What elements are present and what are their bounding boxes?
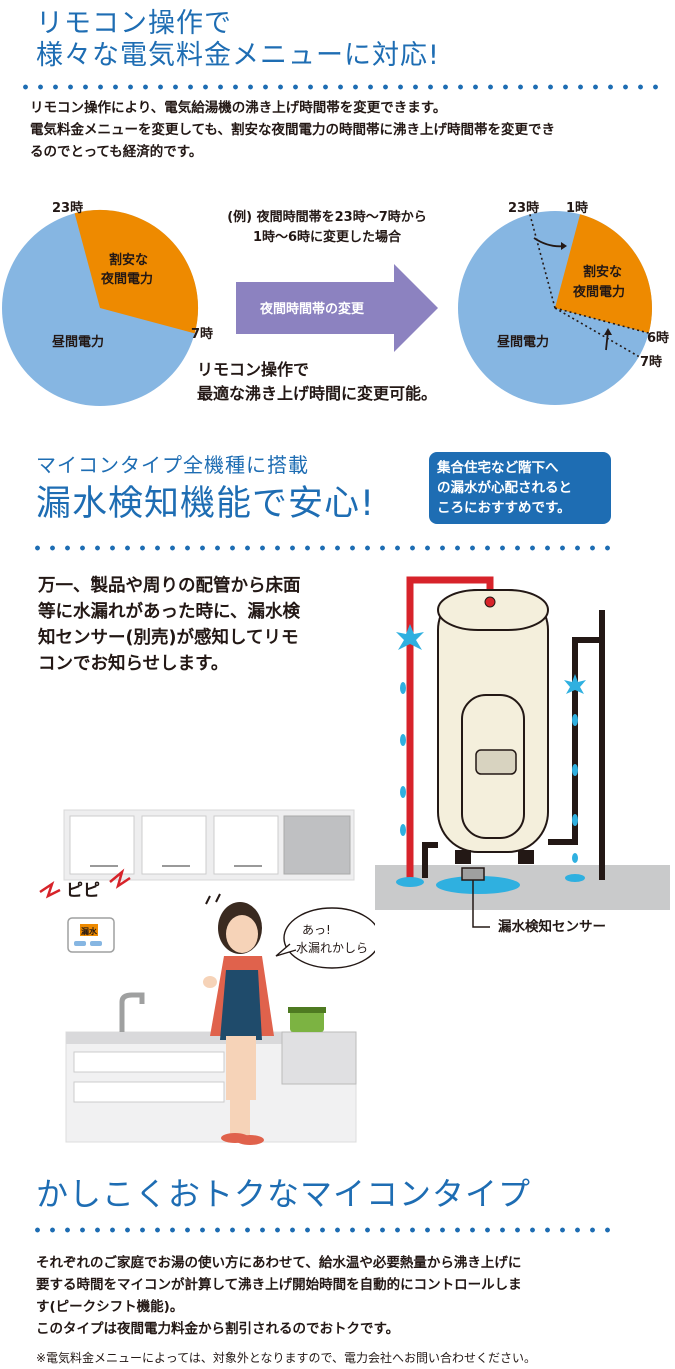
faucet	[119, 992, 145, 1032]
pie-before-day-label: 昼間電力	[52, 334, 104, 350]
leak-splash-icon	[396, 624, 424, 650]
pie-before-night-label-1: 割安な	[109, 252, 148, 268]
pie-after-label-7: 7時	[640, 354, 662, 370]
section2-title: 漏水検知機能で安心!	[36, 484, 376, 524]
section2-body-line4: コンでお知らせします。	[38, 654, 229, 674]
section3-desc-line2: 要する時間をマイコンが計算して沸き上げ開始時間を自動的にコントロールしま	[36, 1277, 522, 1293]
floor	[375, 865, 670, 910]
speech-line2: 水漏れかしら	[296, 941, 368, 955]
section3-desc-line3: す(ピークシフト機能)。	[36, 1299, 184, 1315]
pie-after-night-slice	[555, 214, 653, 334]
pie-chart-before: 23時 7時 割安な 夜間電力 昼間電力	[2, 200, 213, 406]
section2-body-line2: 等に水漏れがあった時に、漏水検	[38, 602, 300, 622]
pie-before-night-label-2: 夜間電力	[100, 271, 153, 287]
leak-splash-icon	[564, 674, 586, 694]
section2-body-line3: 知センサー(別売)が感知してリモ	[38, 628, 299, 648]
alarm-zigzag-icon	[39, 880, 61, 899]
drain-pipe	[422, 842, 438, 878]
example-line1: (例) 夜間時間帯を23時〜7時から	[227, 210, 427, 225]
change-arrow: 夜間時間帯の変更	[236, 264, 438, 352]
section1-description: リモコン操作により、電気給湯機の沸き上げ時間帯を変更できます。 電気料金メニュー…	[30, 97, 670, 163]
remote-controller: 漏水	[67, 917, 115, 953]
section1-desc-line3: るのでとっても経済的です。	[30, 144, 203, 160]
section3-desc-line4: このタイプは夜間電力料金から割引されるのでおトクです。	[36, 1321, 400, 1337]
pie-after-night-label-1: 割安な	[583, 264, 622, 280]
pie-before-label-23: 23時	[52, 200, 83, 216]
section1-title-line1: リモコン操作で	[36, 8, 232, 39]
speech-line1: あっ!	[302, 923, 331, 937]
pie-before-night-slice	[74, 209, 199, 334]
pie-after-label-6: 6時	[647, 330, 669, 346]
pie-after-label-23: 23時	[508, 200, 539, 216]
badge-line2: の漏水が心配されると	[437, 480, 572, 496]
remote-change-line2: 最適な沸き上げ時間に変更可能。	[197, 384, 438, 403]
leak-sensor	[461, 867, 485, 881]
example-line2: 1時〜6時に変更した場合	[252, 230, 402, 245]
section2-subtitle: マイコンタイプ全機種に搭載	[36, 453, 309, 477]
pie-after-day-label: 昼間電力	[497, 334, 549, 350]
section1-title: リモコン操作で 様々な電気料金メニューに対応!	[36, 8, 440, 72]
example-text: (例) 夜間時間帯を23時〜7時から 1時〜6時に変更した場合	[202, 208, 452, 248]
section1-desc-line2: 電気料金メニューを変更しても、割安な夜間電力の時間帯に沸き上げ時間帯を変更でき	[30, 122, 556, 138]
remote-change-line1: リモコン操作で	[197, 360, 310, 379]
beep-text: ピピ	[66, 881, 100, 901]
kitchen-illustration: 漏水 ピピ あっ! 水漏れかしら	[39, 809, 375, 1145]
dotted-divider	[18, 84, 663, 90]
apartment-badge: 集合住宅など階下へ の漏水が心配されると ころにおすすめです。	[429, 452, 611, 524]
remote-screen-text: 漏水	[81, 926, 98, 936]
section3-note: ※電気料金メニューによっては、対象外となりますので、電力会社へお問い合わせくださ…	[36, 1351, 537, 1365]
change-arrow-label: 夜間時間帯の変更	[259, 301, 365, 317]
sensor-label: 漏水検知センサー	[498, 918, 606, 935]
dotted-divider	[30, 1227, 615, 1233]
badge-line3: ころにおすすめです。	[437, 500, 571, 516]
section1-title-line2: 様々な電気料金メニューに対応!	[36, 40, 440, 71]
section1-desc-line1: リモコン操作により、電気給湯機の沸き上げ時間帯を変更できます。	[30, 100, 447, 116]
pot	[290, 1010, 324, 1032]
pie-after-label-1: 1時	[566, 200, 588, 216]
pie-after-night-label-2: 夜間電力	[572, 284, 625, 300]
pie-chart-after: 23時 1時 6時 7時 割安な 夜間電力 昼間電力	[458, 200, 669, 405]
dotted-divider	[30, 545, 615, 551]
remote-change-text: リモコン操作で 最適な沸き上げ時間に変更可能。	[197, 358, 437, 406]
section3-desc-line1: それぞれのご家庭でお湯の使い方にあわせて、給水温や必要熱量から沸き上げに	[36, 1255, 522, 1271]
pie-before-label-7: 7時	[191, 326, 213, 342]
woman-illustration	[203, 893, 274, 1145]
badge-line1: 集合住宅など階下へ	[437, 460, 559, 476]
section2-body-line1: 万一、製品や周りの配管から床面	[38, 576, 301, 596]
alarm-zigzag-icon	[109, 868, 131, 889]
water-drops	[396, 682, 585, 894]
section2-body: 万一、製品や周りの配管から床面 等に水漏れがあった時に、漏水検 知センサー(別売…	[38, 573, 368, 677]
water-heater-illustration: 漏水検知センサー	[375, 576, 670, 935]
speech-bubble: あっ! 水漏れかしら	[275, 907, 375, 969]
section3-title: かしこくおトクなマイコンタイプ	[36, 1175, 532, 1213]
section3-description: それぞれのご家庭でお湯の使い方にあわせて、給水温や必要熱量から沸き上げに 要する…	[36, 1252, 666, 1340]
